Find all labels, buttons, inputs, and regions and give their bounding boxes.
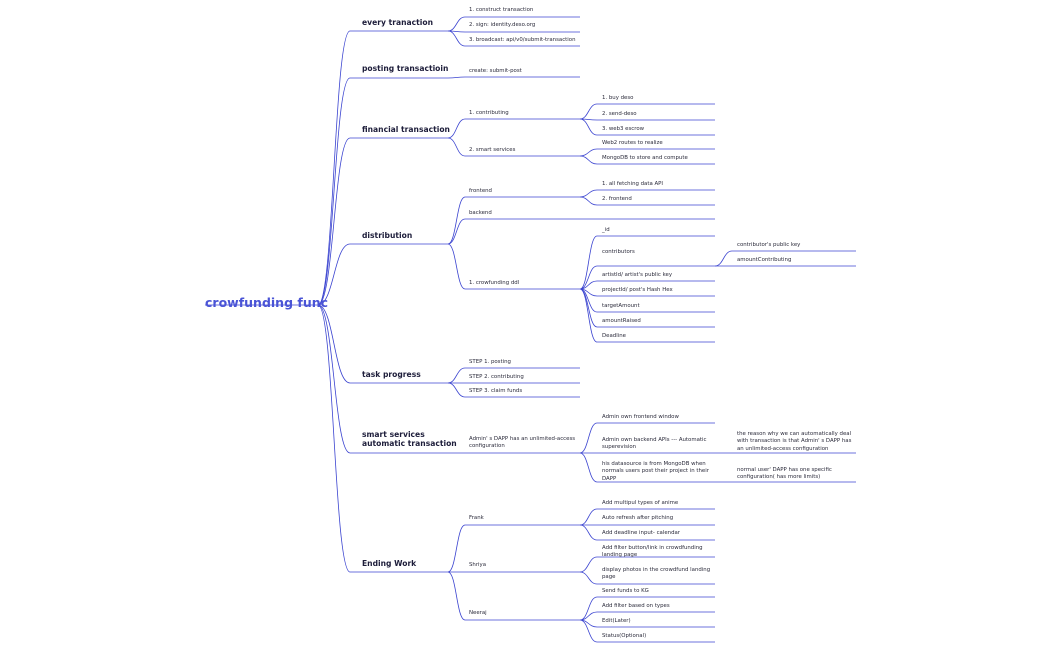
connector-branch: [447, 137, 466, 157]
connector-branch: [579, 235, 598, 290]
topic-distribution[interactable]: distribution: [362, 231, 413, 240]
connector-branch: [317, 30, 351, 306]
posting-item-1[interactable]: create: submit-post: [469, 68, 522, 74]
connector-branch: [579, 596, 598, 621]
connector-branch: [447, 524, 466, 573]
ddl-field-project-id[interactable]: projectId/ post's Hash Hex: [602, 287, 673, 293]
frank-item-1[interactable]: Add multipul types of anime: [602, 500, 679, 506]
connector-branch: [579, 265, 598, 290]
connector-branch: [447, 218, 466, 245]
smart-services-item-2[interactable]: MongoDB to store and compute: [602, 155, 688, 161]
smart-item-frontend-window[interactable]: Admin own frontend window: [602, 414, 679, 420]
connector-branch: [579, 148, 598, 157]
topic-smart-services-line1: smart services: [362, 430, 425, 439]
connector-branch: [317, 304, 351, 384]
task-step-3[interactable]: STEP 3. claim funds: [469, 388, 523, 394]
topic-financial-transaction[interactable]: financial transaction: [362, 125, 450, 134]
smart-admin-dapp[interactable]: Admin' s DAPP has an unlimited-access co…: [469, 436, 576, 450]
topic-task-progress[interactable]: task progress: [362, 370, 421, 379]
connector-branch: [579, 103, 598, 120]
smart-note-normal-user[interactable]: normal user' DAPP has one specific confi…: [737, 467, 832, 481]
connector-branch: [317, 304, 351, 573]
ddl-field-amount-raised[interactable]: amountRaised: [602, 318, 641, 324]
connector-branch: [579, 508, 598, 526]
connector-branch: [447, 196, 466, 245]
connector-branch: [447, 571, 466, 621]
connector-branch: [579, 556, 598, 573]
ddl-field-contributors[interactable]: contributors: [602, 249, 635, 255]
connector-branch: [447, 243, 466, 290]
financial-contributing[interactable]: 1. contributing: [469, 110, 509, 116]
connector-branch: [579, 288, 598, 343]
every-item-3[interactable]: 3. broadcast: api/v0/submit-transaction: [469, 37, 576, 43]
connector-branch: [579, 288, 598, 328]
ddl-field-artist-id[interactable]: artistId/ artist's public key: [602, 272, 673, 278]
connector-branch: [579, 619, 598, 643]
every-item-2[interactable]: 2. sign: identity.deso.org: [469, 22, 536, 28]
financial-smart-services[interactable]: 2. smart services: [469, 147, 516, 153]
smart-item-backend-apis[interactable]: Admin own backend APIs --- Automatic sup…: [602, 437, 707, 451]
task-step-2[interactable]: STEP 2. contributing: [469, 374, 524, 380]
contributing-item-3[interactable]: 3. web3 escrow: [602, 126, 645, 132]
topic-posting-transaction[interactable]: posting transactioin: [362, 64, 449, 73]
connector-branch: [579, 196, 598, 206]
connector-branch: [447, 382, 466, 398]
connector-branch: [317, 137, 351, 306]
connector-branch: [317, 243, 351, 306]
connector-branch: [579, 155, 598, 165]
smart-note-reason[interactable]: the reason why we can automatically deal…: [737, 431, 852, 452]
topic-ending-work[interactable]: Ending Work: [362, 559, 417, 568]
ddl-field-id[interactable]: _id: [602, 227, 610, 233]
distribution-crowdfunding-ddl[interactable]: 1. crowfunding ddl: [469, 280, 520, 286]
neeraj-item-3[interactable]: Edit(Later): [602, 618, 631, 624]
contributing-item-2[interactable]: 2. send-deso: [602, 111, 637, 117]
ending-shriya[interactable]: Shriya: [469, 562, 487, 568]
connector-branch: [317, 77, 351, 306]
frank-item-2[interactable]: Auto refresh after pitching: [602, 515, 674, 521]
frontend-item-1[interactable]: 1. all fetching data API: [602, 181, 664, 187]
distribution-frontend[interactable]: frontend: [469, 188, 492, 194]
connector-branch: [714, 250, 733, 267]
topic-every-transaction[interactable]: every tranaction: [362, 18, 433, 27]
connector-branch: [579, 524, 598, 541]
frank-item-3[interactable]: Add deadline input- calendar: [602, 530, 681, 536]
neeraj-item-2[interactable]: Add filter based on types: [602, 603, 670, 609]
connector-branch: [579, 571, 598, 585]
ending-neeraj[interactable]: Neeraj: [469, 610, 487, 616]
connector-branch: [317, 304, 351, 454]
connector-branch: [579, 118, 598, 136]
smart-item-datasource[interactable]: his datasource is from MongoDB when norm…: [602, 461, 709, 482]
smart-services-item-1[interactable]: Web2 routes to realize: [602, 140, 663, 146]
contributor-field-amount[interactable]: amountContributing: [737, 257, 792, 263]
ending-frank[interactable]: Frank: [469, 515, 484, 521]
connector-branch: [447, 118, 466, 139]
connector-branch: [579, 189, 598, 198]
connector-branch: [579, 452, 598, 483]
shriya-item-2[interactable]: display photos in the crowdfund landing …: [602, 567, 711, 581]
neeraj-item-4[interactable]: Status(Optional): [602, 633, 647, 639]
connector-branch: [447, 367, 466, 384]
root-topic[interactable]: crowfunding func: [205, 295, 329, 310]
every-item-1[interactable]: 1. construct transaction: [469, 7, 534, 13]
contributing-item-1[interactable]: 1. buy deso: [602, 95, 634, 101]
distribution-backend[interactable]: backend: [469, 210, 492, 216]
task-step-1[interactable]: STEP 1. posting: [469, 359, 511, 365]
shriya-item-1[interactable]: Add filter button/link in crowdfunding l…: [602, 545, 703, 559]
connector-branch: [447, 16, 466, 32]
contributor-field-public-key[interactable]: contributor's public key: [737, 242, 801, 248]
topic-smart-services[interactable]: smart services automatic transaction: [362, 430, 457, 448]
connector-branch: [579, 422, 598, 454]
ddl-field-deadline[interactable]: Deadline: [602, 333, 626, 339]
connector-branch: [447, 30, 466, 47]
ddl-field-target-amount[interactable]: targetAmount: [602, 303, 640, 309]
connector-branch: [447, 76, 466, 79]
frontend-item-2[interactable]: 2. frontend: [602, 196, 632, 202]
neeraj-item-1[interactable]: Send funds to KG: [602, 588, 649, 594]
topic-smart-services-line2: automatic transaction: [362, 438, 457, 448]
